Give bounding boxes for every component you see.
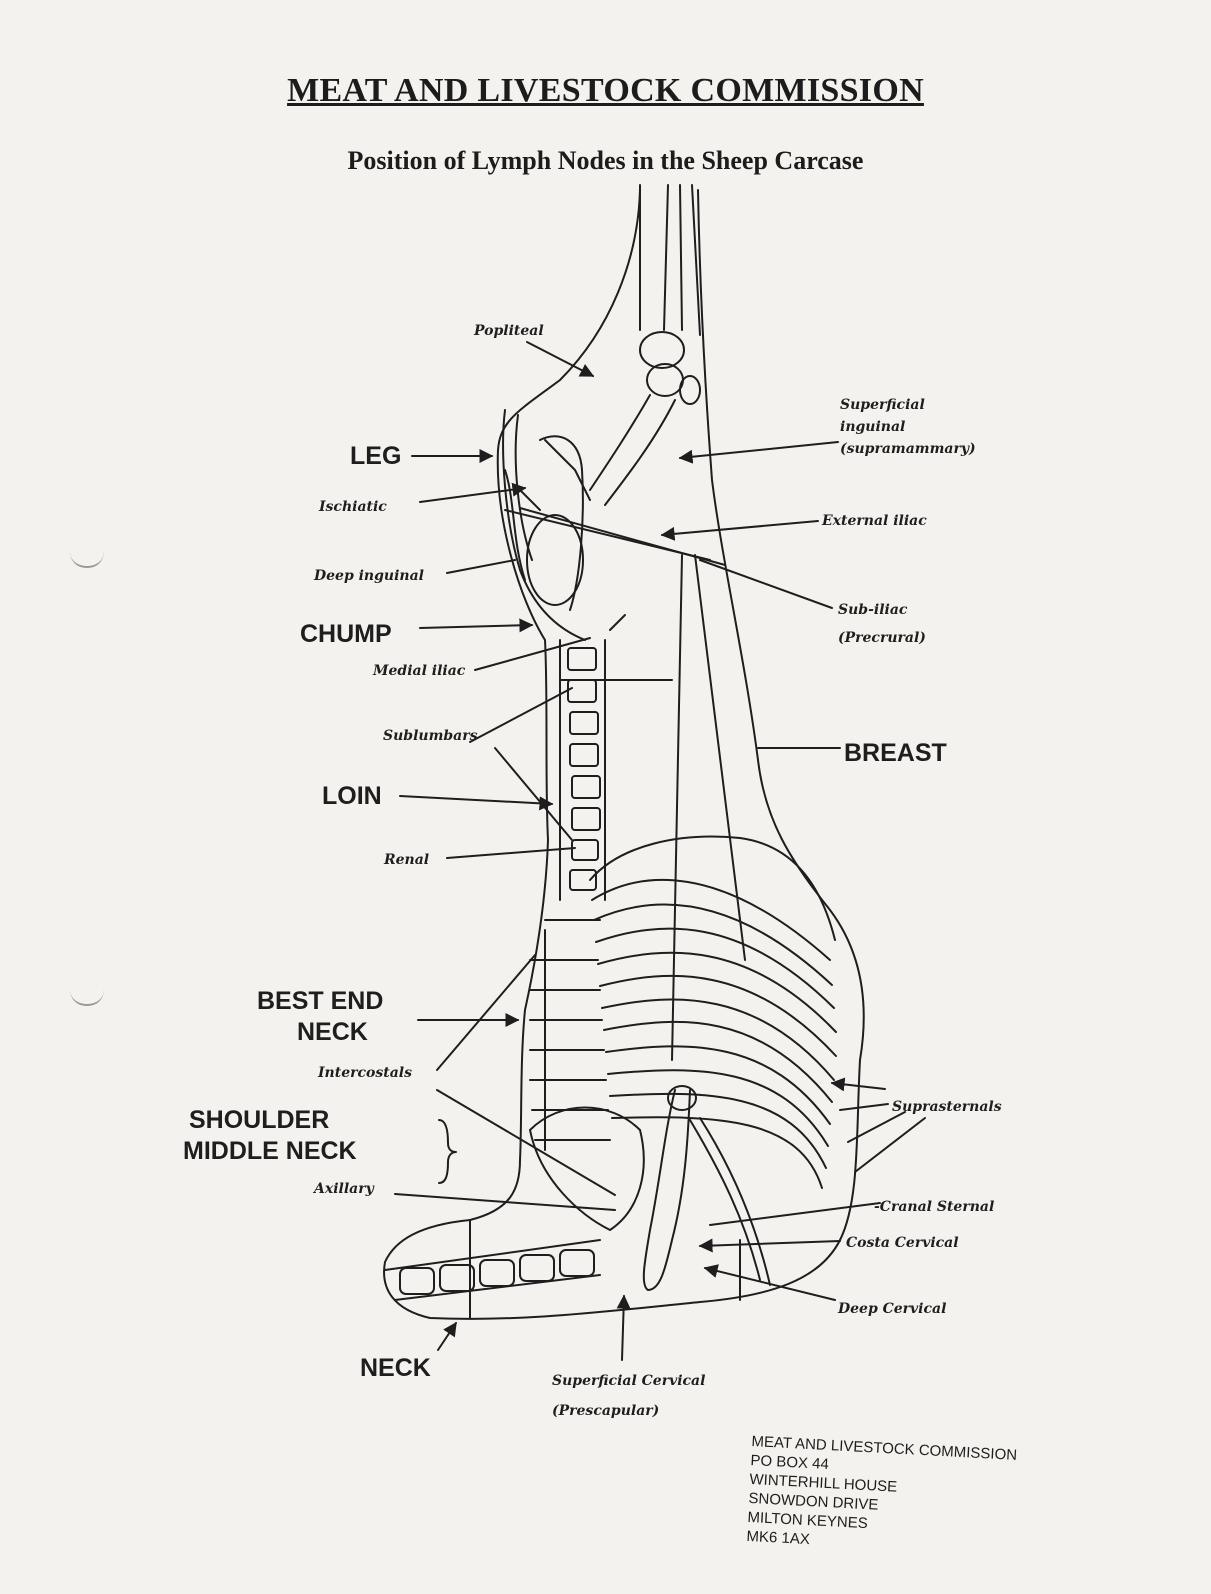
node-label-line: Sub-iliac (838, 596, 926, 624)
cut-label-breast: BREAST (844, 738, 947, 769)
node-label-medial-iliac: Medial iliac (373, 660, 465, 682)
node-label-deep-cervical: Deep Cervical (838, 1298, 946, 1320)
node-label-external-iliac: External iliac (822, 510, 927, 532)
cut-label-chump: CHUMP (300, 619, 392, 650)
cut-label-line: SHOULDER (183, 1105, 357, 1136)
cut-label-best-end-neck: BEST END NECK (257, 986, 383, 1048)
address-block: MEAT AND LIVESTOCK COMMISSION PO BOX 44 … (746, 1432, 1017, 1560)
node-label-line: (Precrural) (838, 624, 926, 652)
node-label-line: (supramammary) (840, 438, 976, 460)
cut-label-line: BEST END (257, 986, 383, 1017)
cut-label-line: MIDDLE NECK (183, 1136, 357, 1167)
node-label-line: inguinal (840, 416, 976, 438)
node-label-cranial-sternal: -Cranal Sternal (874, 1196, 994, 1218)
node-label-line: (Prescapular) (552, 1396, 705, 1426)
leader-lines (395, 342, 925, 1360)
cut-label-line: NECK (257, 1017, 383, 1048)
node-label-axillary: Axillary (314, 1178, 374, 1200)
node-label-sublumbars: Sublumbars (383, 725, 478, 747)
node-label-superficial-cervical: Superficial Cervical (Prescapular) (552, 1366, 705, 1426)
pelvis-bones (503, 410, 590, 640)
cut-label-neck: NECK (360, 1353, 431, 1384)
node-label-popliteal: Popliteal (474, 320, 544, 342)
node-label-superficial-inguinal: Superficial inguinal (supramammary) (840, 394, 976, 460)
cut-label-shoulder-middle-neck: SHOULDER MIDDLE NECK (183, 1105, 357, 1167)
vertebral-column (545, 640, 672, 920)
carcase-outline (384, 190, 864, 1319)
cut-label-leg: LEG (350, 441, 401, 472)
node-label-costa-cervical: Costa Cervical (846, 1232, 959, 1254)
node-label-line: Superficial (840, 394, 976, 416)
node-label-suprasternals: Suprasternals (892, 1096, 1002, 1118)
neck-vertebrae (385, 1240, 600, 1300)
node-label-line: Superficial Cervical (552, 1366, 705, 1396)
node-label-ischiatic: Ischiatic (319, 496, 387, 518)
node-label-deep-inguinal: Deep inguinal (314, 565, 424, 587)
node-label-sub-iliac: Sub-iliac (Precrural) (838, 596, 926, 652)
cut-label-loin: LOIN (322, 781, 382, 812)
node-label-renal: Renal (384, 849, 429, 871)
node-label-intercostals: Intercostals (318, 1062, 412, 1084)
